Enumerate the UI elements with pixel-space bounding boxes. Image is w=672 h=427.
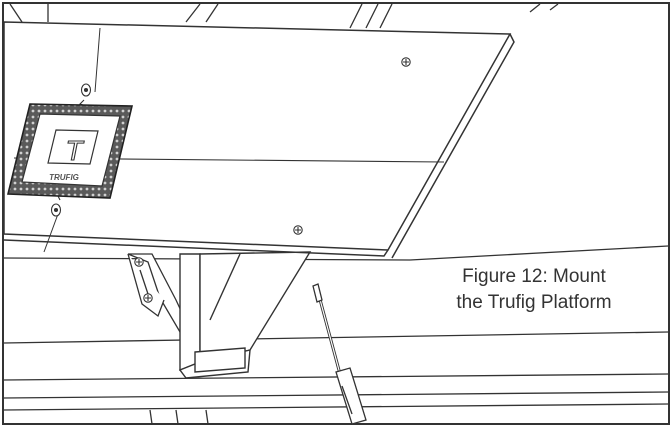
- logo-letter: T: [65, 135, 84, 166]
- screw-head-icon: [52, 204, 61, 216]
- screw-head-icon: [82, 84, 91, 96]
- logo-wordmark: TRUFIG: [49, 173, 79, 182]
- trufig-platform-plate: T TRUFIG: [8, 104, 132, 198]
- caption-line-2: the Trufig Platform: [408, 290, 660, 316]
- caption-line-1: Figure 12: Mount: [408, 264, 660, 290]
- screw-head-icon: [402, 58, 410, 66]
- support-post: [180, 252, 310, 378]
- screw-head-icon: [294, 226, 302, 234]
- screwdriver-icon: [313, 284, 366, 424]
- screw-head-icon: [135, 258, 143, 266]
- screw-head-icon: [144, 294, 152, 302]
- figure-caption: Figure 12: Mount the Trufig Platform: [408, 264, 660, 316]
- floor-beams: [4, 332, 668, 424]
